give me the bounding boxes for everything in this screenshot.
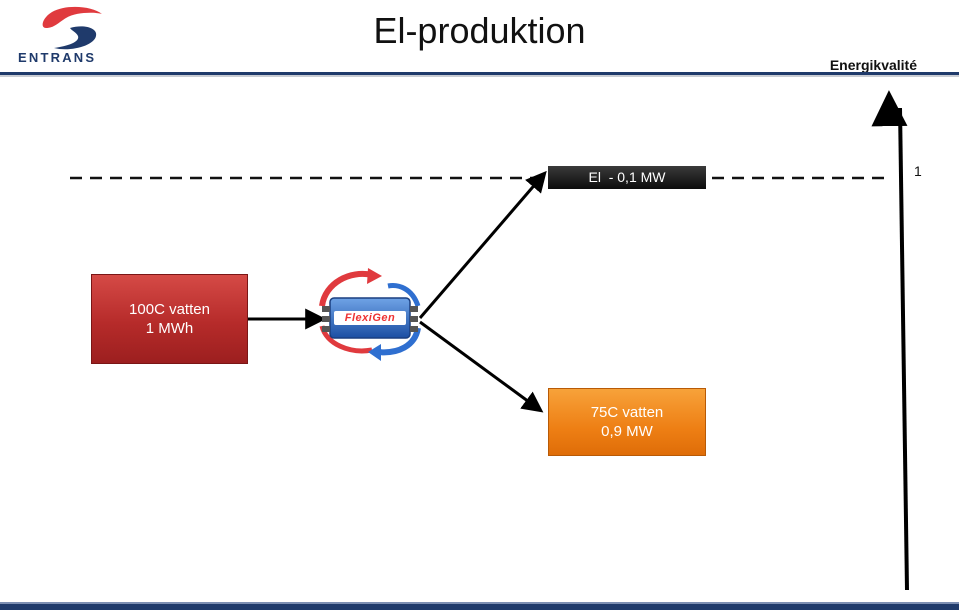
quality-level-label: 1 — [914, 163, 922, 179]
header-rule — [0, 72, 959, 77]
electric-output-label: El - 0,1 MW — [588, 169, 666, 185]
heat-output-box: 75C vatten 0,9 MW — [548, 388, 706, 456]
entrans-logo — [14, 6, 126, 70]
heat-output-line2: 0,9 MW — [601, 423, 653, 440]
logo-text: ENTRANS — [18, 50, 97, 65]
flexigen-device — [319, 268, 421, 361]
axis-title: Energikvalité — [829, 57, 917, 73]
input-box-line2: 1 MWh — [145, 320, 194, 337]
input-box-line1: 100C vatten — [129, 301, 210, 318]
input-hot-water-box: 100C vatten 1 MWh — [91, 274, 248, 364]
electric-output-box: El - 0,1 MW — [548, 166, 706, 189]
heat-output-line1: 75C vatten — [590, 404, 664, 421]
flow-arrow-heat — [419, 320, 544, 413]
footer-rule — [0, 602, 959, 610]
entrans-logo-mark — [42, 6, 102, 50]
quality-axis-arrow — [871, 90, 909, 591]
page-title: El-produktion — [373, 10, 586, 51]
flow-arrow-electric — [418, 170, 547, 319]
device-label: FlexiGen — [344, 312, 396, 324]
